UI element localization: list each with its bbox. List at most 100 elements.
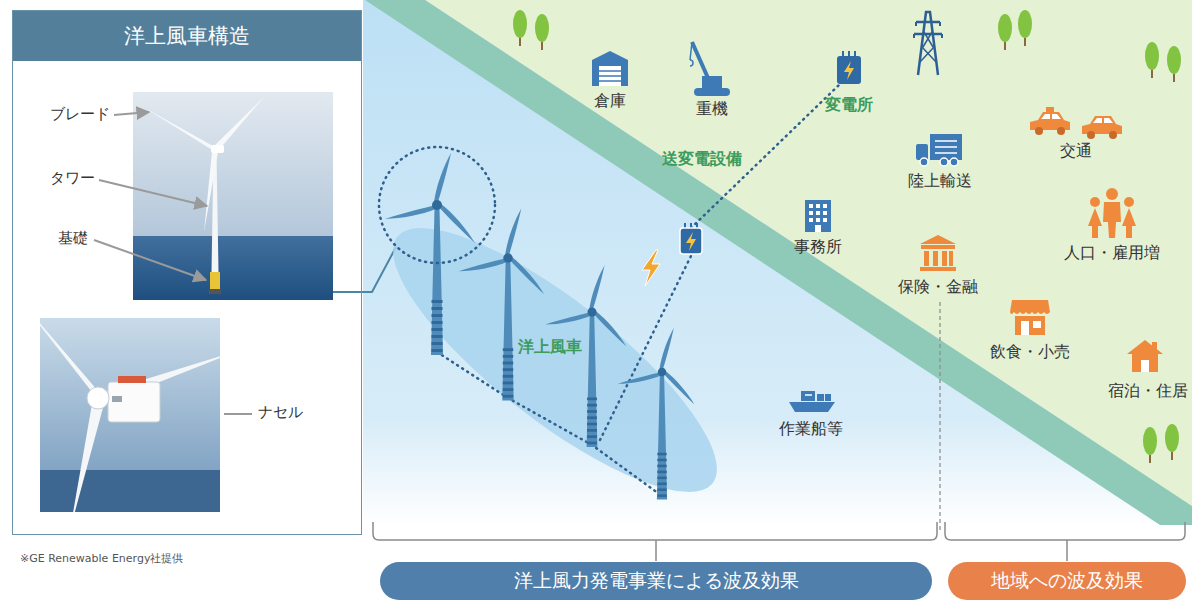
substation-icon xyxy=(843,51,855,56)
leader-line xyxy=(224,413,252,415)
office-icon xyxy=(805,200,831,232)
truck-icon xyxy=(940,158,948,166)
structure-panel: 洋上風車構造 xyxy=(12,10,362,535)
truck-icon xyxy=(916,144,928,160)
nacelle-photo xyxy=(108,382,160,422)
crane-icon xyxy=(690,42,730,96)
leader-line xyxy=(94,112,252,414)
panel-ground xyxy=(12,10,362,535)
shop-icon xyxy=(1033,321,1041,328)
part-label: ブレード xyxy=(50,106,110,123)
turbine-photo xyxy=(211,145,224,153)
area-label: 洋上風車 xyxy=(518,338,582,356)
truck-icon xyxy=(916,134,962,166)
warehouse-icon xyxy=(592,51,628,86)
car-icon xyxy=(1030,107,1070,135)
car-icon xyxy=(1041,114,1061,119)
bank-icon xyxy=(949,251,953,266)
substation-icon xyxy=(837,56,861,84)
house-icon xyxy=(1127,340,1163,354)
wind-turbine xyxy=(385,153,484,355)
wind-turbine xyxy=(545,265,634,447)
part-label: ナセル xyxy=(258,404,303,421)
offshore-substation-icon xyxy=(686,232,696,251)
nacelle-photo xyxy=(40,470,220,512)
offshore-substation-icon xyxy=(680,223,702,254)
truck-icon xyxy=(920,158,928,166)
turbine-photo xyxy=(133,236,333,300)
nacelle-photo xyxy=(40,318,220,512)
bracket xyxy=(655,540,657,561)
people-icon xyxy=(1122,208,1136,238)
substation-icon xyxy=(837,51,861,84)
car-icon xyxy=(1030,112,1070,130)
people-icon xyxy=(1103,202,1121,238)
credit-note: ※GE Renewable Energy社提供 xyxy=(20,553,183,566)
coast-band xyxy=(365,0,1192,525)
bank-icon xyxy=(942,251,947,266)
bank-icon xyxy=(920,235,956,244)
icon-label: 重機 xyxy=(696,100,728,118)
pill-label: 洋上風力発電事業による波及効果 xyxy=(514,568,799,594)
people-icon xyxy=(1088,208,1102,238)
house-icon xyxy=(1127,340,1163,372)
area-label: 送変電設備 xyxy=(662,150,742,168)
icon-label: 陸上輸送 xyxy=(908,172,972,190)
shop-icon xyxy=(1010,300,1050,335)
bracket xyxy=(373,522,1185,561)
turbine-photo xyxy=(210,272,220,291)
bank-icon xyxy=(920,267,956,271)
car-icon xyxy=(1057,127,1065,135)
shop-icon xyxy=(1015,316,1045,335)
icon-label: 宿泊・住居 xyxy=(1108,382,1188,400)
bracket xyxy=(373,522,937,540)
leader-line xyxy=(94,240,206,280)
office-icon xyxy=(823,218,827,222)
pylon-icon xyxy=(914,22,942,34)
bank-icon xyxy=(921,245,955,249)
icon-label: 保険・金融 xyxy=(898,278,978,296)
tree xyxy=(1143,427,1157,463)
nacelle-photo xyxy=(40,318,220,512)
icon-label: 作業船等 xyxy=(779,420,843,438)
office-icon xyxy=(809,211,813,215)
office-icon xyxy=(823,204,827,208)
wind-turbine xyxy=(385,153,702,500)
leader-line xyxy=(99,180,207,206)
ship-icon xyxy=(789,402,835,412)
nacelle-photo xyxy=(87,387,109,409)
turbine-photo xyxy=(204,152,218,232)
divider-line xyxy=(939,302,940,530)
tree xyxy=(1165,424,1179,460)
office-icon xyxy=(823,211,827,215)
office-icon xyxy=(816,211,820,215)
shop-icon xyxy=(1010,300,1050,314)
shop-icon xyxy=(1021,321,1029,335)
icon-label: 倉庫 xyxy=(594,92,626,110)
icon-label: 変電所 xyxy=(825,96,873,114)
crane-icon xyxy=(694,88,730,96)
house-icon xyxy=(1132,354,1158,372)
warehouse-icon xyxy=(592,51,628,86)
tree xyxy=(535,14,549,50)
office-icon xyxy=(816,204,820,208)
substation-icon xyxy=(844,61,854,80)
tree xyxy=(513,10,1181,463)
office-icon xyxy=(809,204,813,208)
bracket xyxy=(945,522,1185,540)
car-icon xyxy=(1109,131,1117,139)
nacelle-photo xyxy=(118,376,146,383)
car-icon xyxy=(1046,107,1054,112)
car-icon xyxy=(1082,116,1122,134)
ship-icon xyxy=(789,391,835,412)
turbine-photo xyxy=(214,96,265,151)
pylon-icon xyxy=(920,32,936,62)
office-icon xyxy=(816,218,820,222)
office-icon xyxy=(809,204,827,232)
office-icon xyxy=(815,225,821,232)
tree xyxy=(513,10,527,46)
crane-icon xyxy=(690,60,693,66)
